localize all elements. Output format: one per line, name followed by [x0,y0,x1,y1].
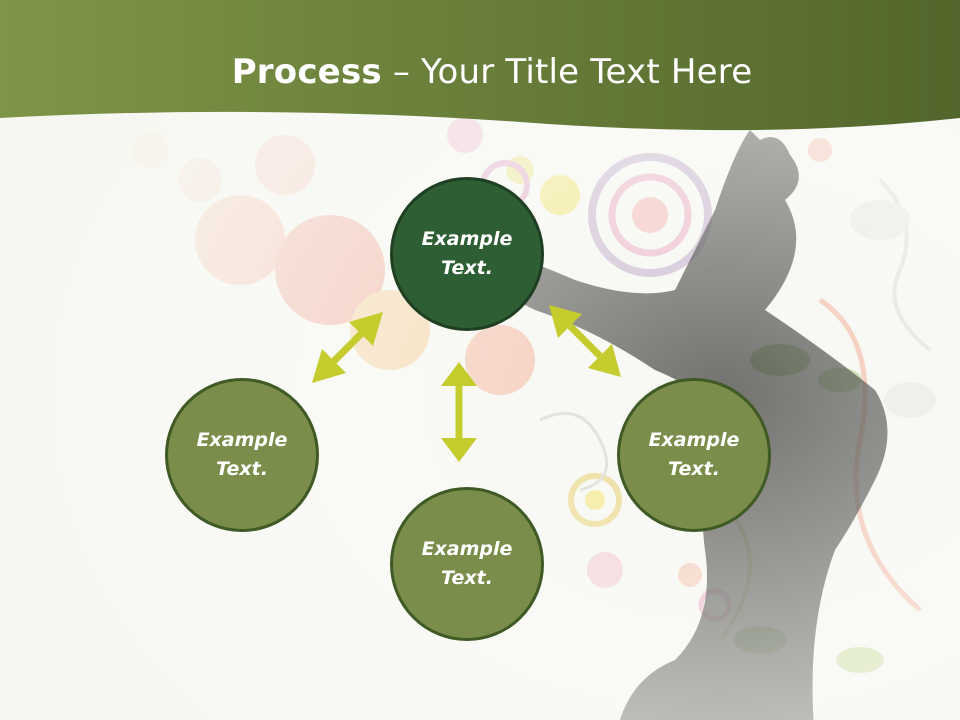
left-node: Example Text. [165,378,319,532]
bottom-node-text: Example Text. [421,538,513,589]
left-node-text: Example Text. [196,429,288,480]
center-node: Example Text. [390,177,544,331]
arrow-center-left [312,312,383,383]
center-node-text: Example Text. [421,228,513,279]
arrow-center-right [549,305,621,377]
slide-title: Process – Your Title Text Here [0,52,960,92]
bottom-node: Example Text. [390,487,544,641]
arrow-center-bottom [441,362,477,462]
header-band [0,0,960,131]
title-bold: Process [231,52,382,92]
right-node: Example Text. [617,378,771,532]
title-rest: – Your Title Text Here [381,52,753,92]
arrows [312,305,621,462]
right-node-text: Example Text. [648,429,740,480]
